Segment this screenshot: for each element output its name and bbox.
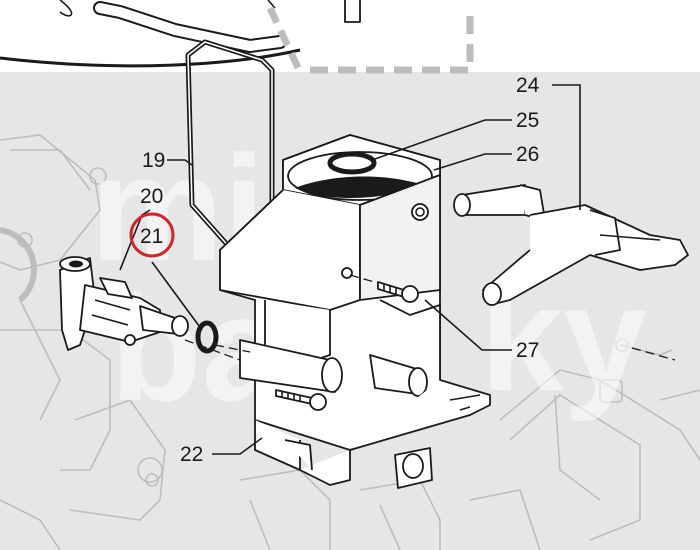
top-housing	[0, 0, 361, 68]
assembly-lines	[184, 274, 676, 361]
o-ring-25	[327, 151, 377, 175]
screw-27	[377, 281, 419, 303]
callout-24: 24	[516, 74, 540, 97]
callout-26: 26	[516, 143, 539, 166]
callout-25: 25	[516, 109, 539, 132]
lever-24	[453, 184, 689, 306]
callout-labels: 19 20 21 22 24 25 26 27	[140, 74, 540, 466]
o-ring-21	[195, 320, 219, 354]
callout-19: 19	[142, 149, 165, 172]
callout-27: 27	[516, 339, 539, 362]
screw-22	[275, 389, 327, 411]
dashed-frame	[266, 6, 474, 74]
main-housing	[219, 134, 491, 489]
highlight-ring	[129, 212, 175, 258]
callout-20: 20	[140, 185, 163, 208]
callout-22: 22	[180, 443, 203, 466]
callout-21: 21	[140, 225, 163, 248]
valve-fitting-20	[59, 256, 189, 351]
background-parts	[0, 134, 700, 550]
